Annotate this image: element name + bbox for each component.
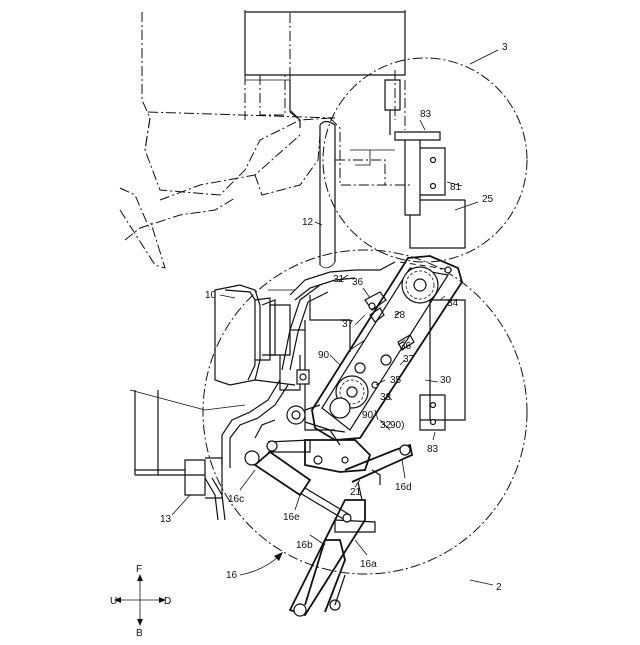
label-37-lower: 37 [403,354,415,365]
column-12 [320,122,335,268]
direction-compass: F U D B [110,564,171,639]
label-16e: 16e [283,512,300,523]
label-30: 30 [440,375,452,386]
label-12: 12 [302,217,314,228]
compass-back: B [136,628,143,639]
label-16b: 16b [296,540,313,551]
label-34: 34 [447,298,459,309]
label-28: 28 [394,310,406,321]
label-90-paren: 90) [390,420,404,431]
label-33: 33 [380,392,392,403]
label-83-lower: 83 [427,444,439,455]
label-2: 2 [496,582,502,593]
label-16a: 16a [360,559,377,570]
compass-down: D [164,596,171,607]
label-36-upper: 36 [352,277,364,288]
compass-up: U [110,596,117,607]
label-13: 13 [160,514,172,525]
compass-forward: F [136,564,142,575]
label-36-lower: 36 [400,341,412,352]
rear-frame [350,132,465,248]
label-31: 31 [333,274,345,285]
upper-sprocket [402,267,438,303]
label-90-left: 90 [318,350,330,361]
label-37-upper: 37 [342,319,354,330]
arrow-16 [240,552,283,575]
label-81: 81 [450,182,462,193]
swivel-base-10 [215,285,295,385]
label-10: 10 [205,290,217,301]
label-3: 3 [502,42,508,53]
label-16d: 16d [395,482,412,493]
label-16: 16 [226,570,238,581]
label-16c: 16c [228,494,244,505]
phantom-outline-upper [120,10,410,268]
upper-housing [245,12,405,135]
label-25: 25 [482,194,494,205]
label-90-mid: 90 [362,410,374,421]
label-83-upper: 83 [420,109,432,120]
label-21: 21 [350,487,362,498]
label-35: 35 [390,375,402,386]
